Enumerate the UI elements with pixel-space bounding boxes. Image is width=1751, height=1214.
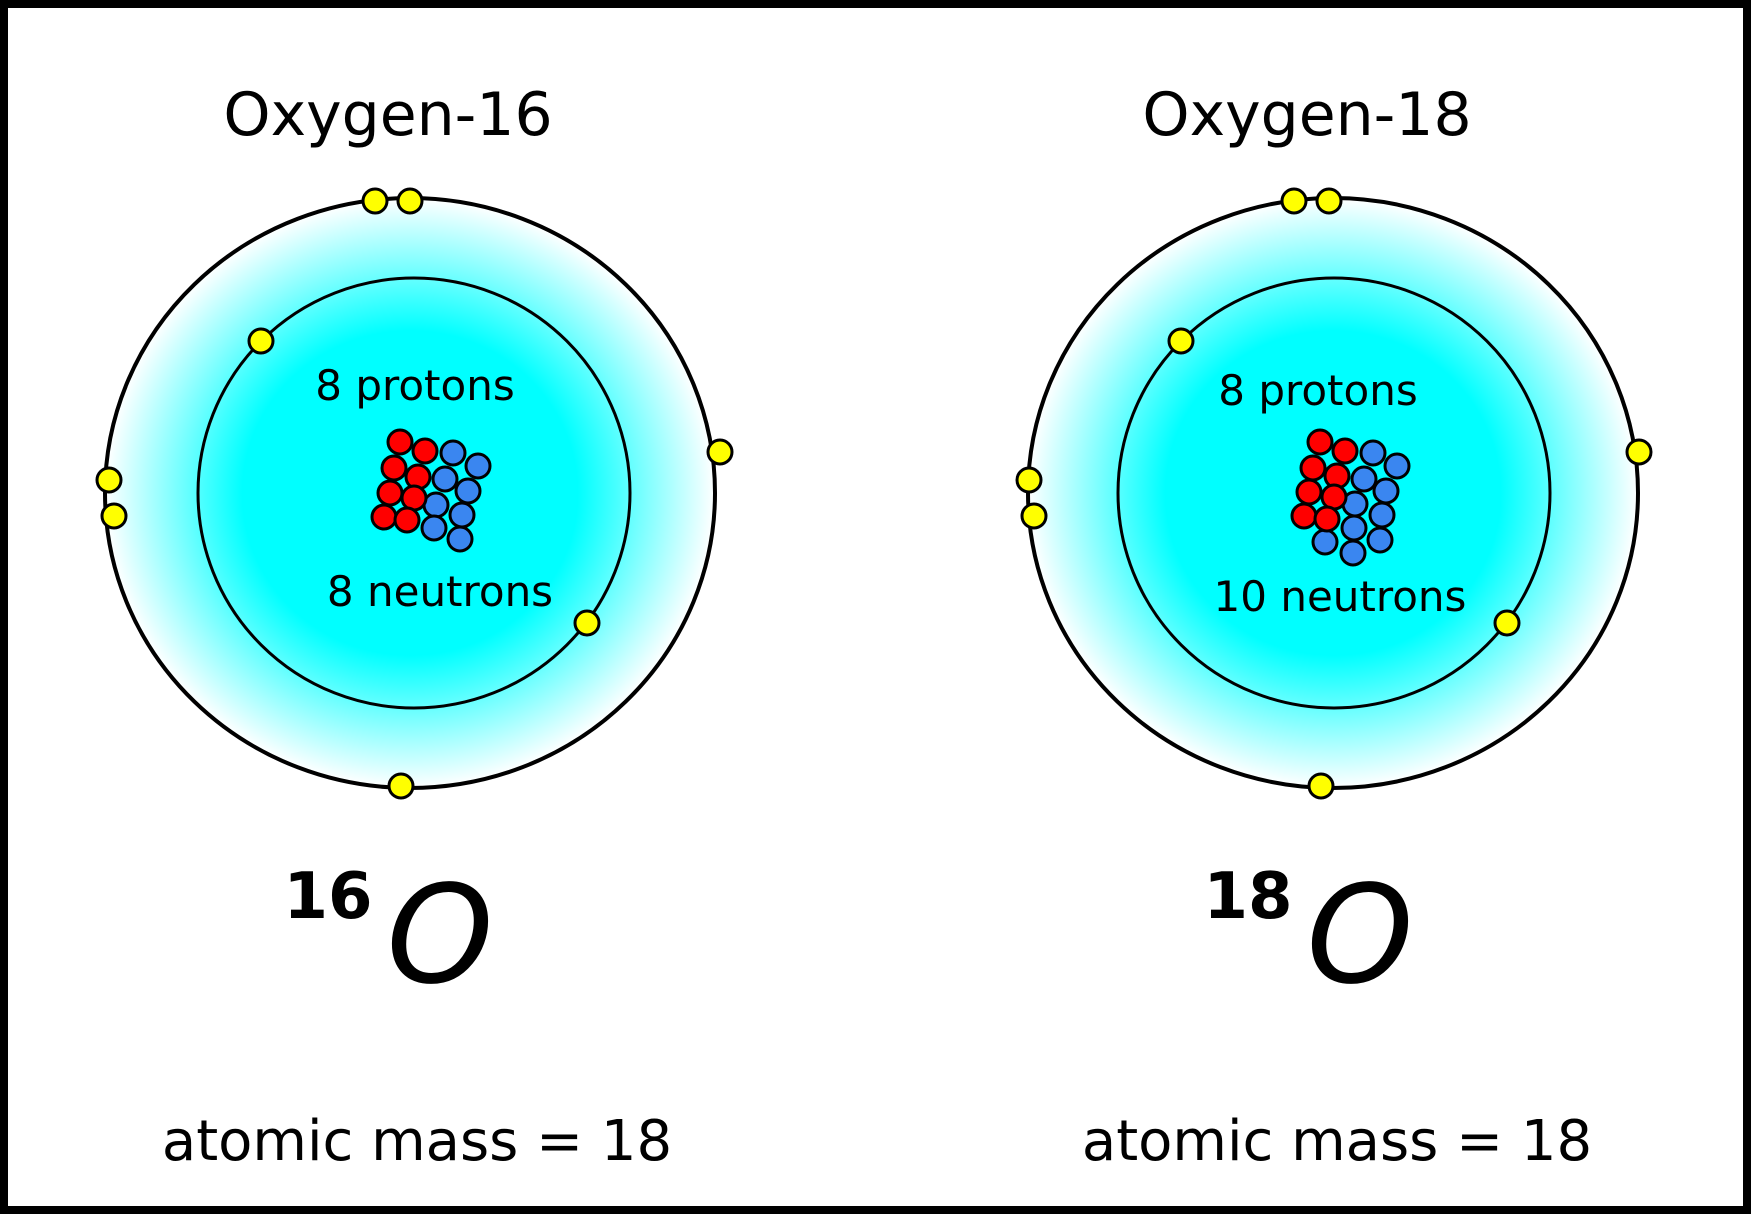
neutron xyxy=(448,501,476,529)
atom-oxygen-18: Oxygen-18 8 protons 10 neutrons xyxy=(1015,80,1653,1174)
element-symbol: O xyxy=(386,857,493,1015)
electrons xyxy=(95,187,734,800)
electrons xyxy=(1015,187,1653,800)
isotope-notation: 18 O xyxy=(1203,857,1413,1015)
atom-oxygen-16: Oxygen-16 8 protons 8 neutrons xyxy=(95,80,734,1174)
mass-number: 18 xyxy=(1203,860,1292,934)
neutron xyxy=(1311,528,1339,556)
electron xyxy=(1315,187,1343,215)
proton xyxy=(1313,505,1341,533)
electron xyxy=(706,438,734,466)
electron xyxy=(1015,466,1043,494)
electron xyxy=(1280,187,1308,215)
proton xyxy=(386,428,414,456)
proton xyxy=(393,506,421,534)
proton xyxy=(1331,437,1359,465)
neutron xyxy=(464,452,492,480)
neutron xyxy=(431,465,459,493)
electron xyxy=(95,466,123,494)
proton xyxy=(1290,502,1318,530)
proton xyxy=(376,479,404,507)
nucleus xyxy=(370,428,492,553)
neutron xyxy=(422,491,450,519)
electron xyxy=(1493,609,1521,637)
proton xyxy=(370,503,398,531)
neutrons-label: 8 neutrons xyxy=(327,567,553,616)
neutron xyxy=(1350,465,1378,493)
inner-electron-shell xyxy=(1116,276,1552,710)
electron xyxy=(1307,772,1335,800)
neutron xyxy=(454,477,482,505)
electron xyxy=(573,609,601,637)
inner-electron-shell xyxy=(196,276,632,710)
electron xyxy=(100,502,128,530)
neutron xyxy=(446,525,474,553)
protons-label: 8 protons xyxy=(315,361,514,410)
electron xyxy=(387,772,415,800)
neutron xyxy=(439,439,467,467)
electron xyxy=(1020,502,1048,530)
electron xyxy=(1167,327,1195,355)
proton xyxy=(400,484,428,512)
neutron xyxy=(1339,539,1367,567)
neutron xyxy=(1366,526,1394,554)
proton xyxy=(411,437,439,465)
protons-label: 8 protons xyxy=(1218,366,1417,415)
neutron xyxy=(420,514,448,542)
proton xyxy=(1306,428,1334,456)
electron xyxy=(361,187,389,215)
proton xyxy=(1295,478,1323,506)
atomic-mass-label: atomic mass = 18 xyxy=(162,1109,672,1174)
element-symbol: O xyxy=(1306,857,1413,1015)
nucleus xyxy=(1290,428,1411,567)
proton xyxy=(1299,454,1327,482)
neutron xyxy=(1340,514,1368,542)
atom-title: Oxygen-18 xyxy=(1142,80,1471,150)
neutron xyxy=(1368,501,1396,529)
neutron xyxy=(1372,477,1400,505)
proton xyxy=(380,454,408,482)
neutrons-label: 10 neutrons xyxy=(1214,572,1467,621)
atom-title: Oxygen-16 xyxy=(223,80,552,150)
isotope-notation: 16 O xyxy=(283,857,493,1015)
atomic-mass-label: atomic mass = 18 xyxy=(1082,1109,1592,1174)
electron xyxy=(247,327,275,355)
neutron xyxy=(1383,452,1411,480)
electron xyxy=(1625,438,1653,466)
mass-number: 16 xyxy=(283,860,372,934)
proton xyxy=(1320,483,1348,511)
electron xyxy=(396,187,424,215)
neutron xyxy=(1359,439,1387,467)
isotope-diagram: Oxygen-16 8 protons 8 neutrons xyxy=(95,80,1653,1174)
